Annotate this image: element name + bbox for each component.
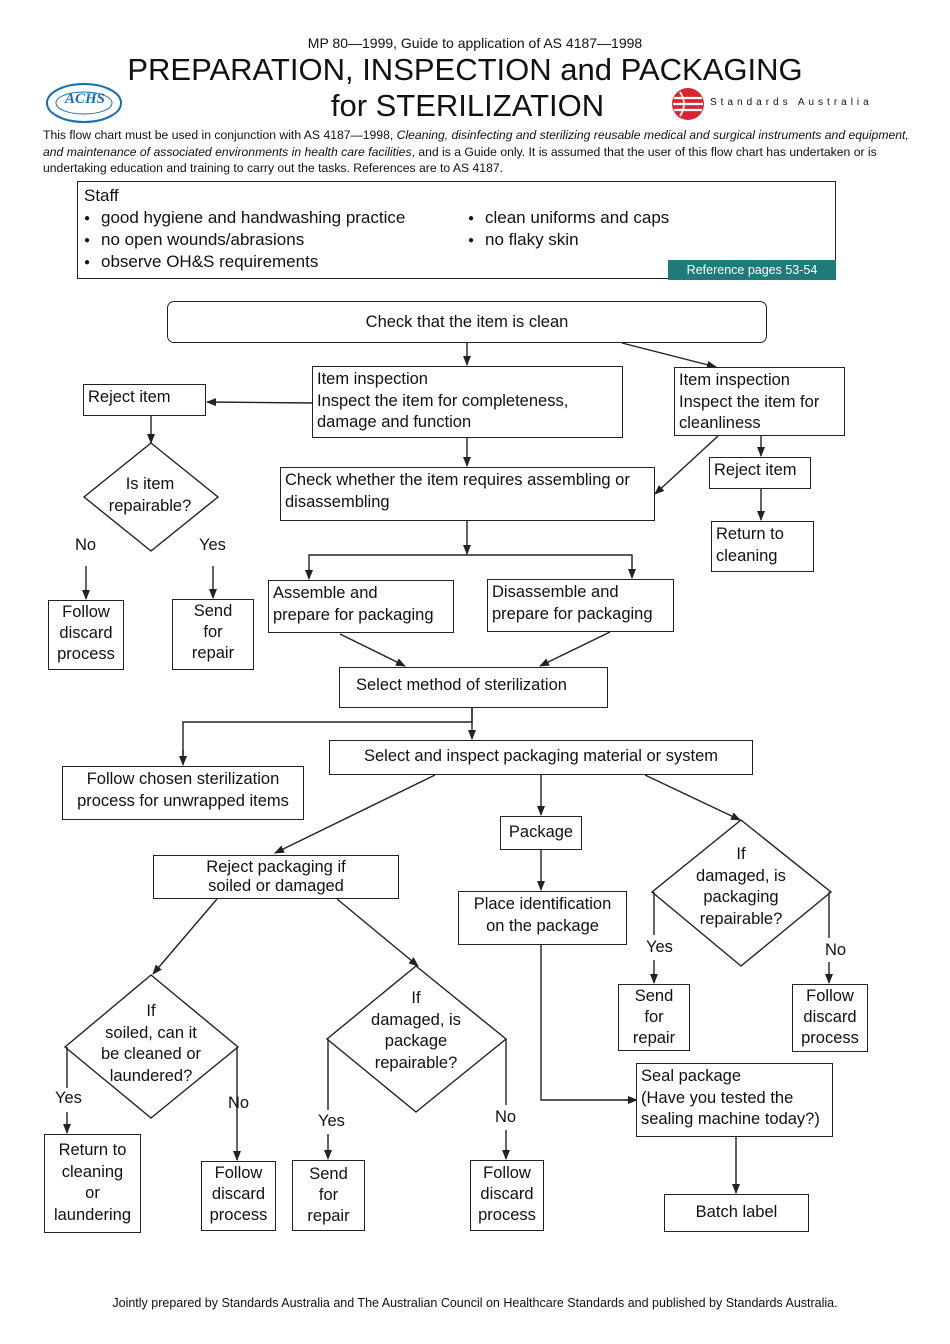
if-damaged-mid-diamond bbox=[325, 965, 508, 1113]
page-title-line2: for STERILIZATION bbox=[330, 88, 605, 123]
return-to-cleaning-box: Return to cleaning bbox=[711, 521, 814, 572]
follow-discard-box: Follow discard process bbox=[792, 984, 868, 1052]
select-packaging-box: Select and inspect packaging material or… bbox=[329, 740, 753, 775]
staff-item: no open wounds/abrasions bbox=[84, 230, 304, 250]
staff-requirements-box: Staff good hygiene and handwashing pract… bbox=[77, 181, 836, 280]
staff-item: clean uniforms and caps bbox=[468, 208, 669, 228]
arrow-assemble-to-method bbox=[339, 633, 406, 667]
no-label: No bbox=[228, 1094, 250, 1112]
yes-label: Yes bbox=[646, 938, 673, 956]
follow-discard-box: Follow discard process bbox=[48, 600, 124, 670]
yes-label: Yes bbox=[318, 1112, 345, 1130]
reject-item-box: Reject item bbox=[83, 384, 206, 416]
intro-text: This flow chart must be used in conjunct… bbox=[43, 127, 913, 177]
document-subtitle: MP 80—1999, Guide to application of AS 4… bbox=[307, 35, 643, 51]
item-inspection-completeness-box: Item inspection Inspect the item for com… bbox=[312, 366, 623, 438]
select-method-box: Select method of sterilization bbox=[339, 667, 608, 708]
standards-australia-logo: Standards Australia bbox=[668, 86, 869, 126]
if-soiled-diamond bbox=[63, 974, 240, 1119]
no-label: No bbox=[825, 941, 847, 959]
achs-logo: ACHS bbox=[44, 78, 126, 126]
place-identification-box: Place identification on the package bbox=[458, 891, 627, 945]
staff-item: observe OH&S requirements bbox=[84, 252, 318, 272]
reject-item-cleanliness-box: Reject item bbox=[709, 457, 811, 489]
no-label: No bbox=[75, 536, 97, 554]
staff-title: Staff bbox=[84, 186, 119, 205]
reference-badge: Reference pages 53-54 bbox=[668, 260, 836, 280]
send-for-repair-box: Send for repair bbox=[618, 984, 690, 1051]
line-place-id-to-seal bbox=[540, 945, 636, 1101]
is-repairable-diamond bbox=[82, 442, 220, 552]
arrow-to-if-damaged-mid bbox=[336, 898, 419, 967]
arrow-disassemble-to-method bbox=[539, 631, 611, 667]
yes-label: Yes bbox=[199, 536, 226, 554]
check-assembling-box: Check whether the item requires assembli… bbox=[280, 467, 655, 521]
no-label: No bbox=[495, 1108, 517, 1126]
arrow-to-if-soiled bbox=[152, 898, 218, 975]
package-box: Package bbox=[500, 816, 582, 850]
return-to-laundering-box: Return to cleaning or laundering bbox=[44, 1134, 141, 1233]
if-damaged-package-label: If damaged, is package repairable? bbox=[371, 989, 461, 1072]
page-title-line1: PREPARATION, INSPECTION and PACKAGING bbox=[127, 52, 803, 87]
standards-logo-icon bbox=[672, 88, 704, 120]
if-damaged-packaging-label: If damaged, is packaging repairable? bbox=[696, 845, 786, 928]
arrow-to-if-damaged-right bbox=[644, 774, 741, 821]
assemble-box: Assemble and prepare for packaging bbox=[268, 580, 454, 633]
intro-part2: , and is a Guide only. It is assumed tha… bbox=[43, 144, 877, 176]
footer-text: Jointly prepared by Standards Australia … bbox=[112, 1296, 838, 1310]
follow-unwrapped-box: Follow chosen sterilization process for … bbox=[62, 766, 304, 820]
follow-discard-box: Follow discard process bbox=[470, 1160, 544, 1231]
achs-logo-text: ACHS bbox=[64, 91, 106, 107]
reject-packaging-box: Reject packaging if soiled or damaged bbox=[153, 855, 399, 899]
check-clean-box: Check that the item is clean bbox=[167, 301, 767, 343]
batch-label-box: Batch label bbox=[664, 1194, 809, 1232]
arrow-clean-to-inspection2 bbox=[621, 342, 717, 369]
staff-item: good hygiene and handwashing practice bbox=[84, 208, 405, 228]
yes-label: Yes bbox=[55, 1089, 82, 1107]
arrow-to-reject1 bbox=[206, 398, 314, 407]
send-for-repair-box: Send for repair bbox=[292, 1160, 365, 1231]
arrow-inspection2-to-assembling bbox=[654, 435, 719, 495]
follow-discard-box: Follow discard process bbox=[201, 1161, 276, 1231]
intro-part1: This flow chart must be used in conjunct… bbox=[43, 128, 397, 142]
is-repairable-label: Is item repairable? bbox=[108, 475, 192, 515]
disassemble-box: Disassemble and prepare for packaging bbox=[487, 579, 674, 632]
seal-package-box: Seal package (Have you tested the sealin… bbox=[636, 1063, 833, 1137]
standards-logo-text: Standards Australia bbox=[710, 97, 873, 108]
intro-standard-title: Cleaning, disinfecting and sterilizing r… bbox=[43, 128, 909, 159]
split-line bbox=[308, 554, 633, 578]
if-damaged-right-diamond bbox=[650, 819, 833, 967]
item-inspection-cleanliness-box: Item inspection Inspect the item for cle… bbox=[674, 367, 845, 436]
arrow-to-reject-packaging bbox=[274, 774, 436, 854]
staff-item: no flaky skin bbox=[468, 230, 578, 250]
send-for-repair-box: Send for repair bbox=[172, 599, 254, 670]
if-soiled-label: If soiled, can it be cleaned or laundere… bbox=[101, 1002, 201, 1085]
